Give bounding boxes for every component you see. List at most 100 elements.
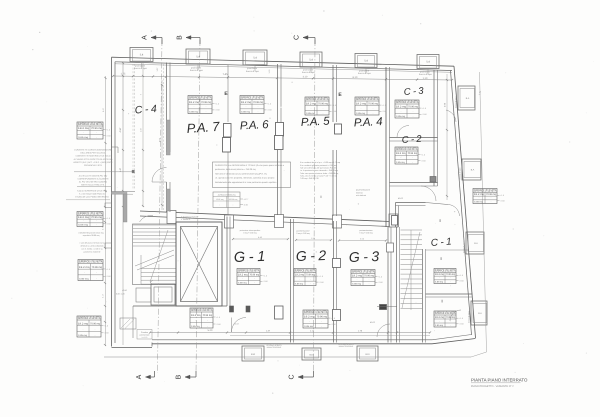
svg-text:+1.5: +1.5 <box>459 317 464 320</box>
svg-text:P.A. 6: P.A. 6 <box>240 119 270 133</box>
svg-text:70.96 mq: 70.96 mq <box>92 266 103 269</box>
svg-text:1.75: 1.75 <box>121 73 126 76</box>
svg-text:3.85 mq: 3.85 mq <box>295 282 304 285</box>
svg-text:bocca di lupo: bocca di lupo <box>419 73 433 76</box>
svg-text:-2.60: -2.60 <box>106 134 111 137</box>
svg-text:40.02: 40.02 <box>398 197 404 200</box>
svg-text:pavimento esistente: pavimento esistente <box>84 251 101 254</box>
svg-text:-2.60: -2.60 <box>319 281 324 284</box>
svg-text:bocca di lupo: bocca di lupo <box>134 67 148 70</box>
svg-text:1.10: 1.10 <box>268 69 271 74</box>
svg-text:P.A. 7: P.A. 7 <box>186 119 220 136</box>
svg-text:proiezione: proiezione <box>191 67 202 70</box>
svg-text:-: - <box>95 335 96 337</box>
svg-text:8.07: 8.07 <box>102 107 105 112</box>
svg-text:-: - <box>195 321 196 323</box>
svg-text:3.85 mq: 3.85 mq <box>435 324 444 327</box>
svg-text:con h. media = 2.40 m su: con h. media = 2.40 m su <box>81 248 102 251</box>
svg-text:-: - <box>310 283 311 285</box>
svg-text:+2.77: +2.77 <box>244 198 249 201</box>
svg-text:-: - <box>323 108 324 110</box>
svg-text:-: - <box>321 321 322 323</box>
svg-text:3.85 mq: 3.85 mq <box>78 223 89 226</box>
svg-text:70.96 mq: 70.96 mq <box>91 216 103 219</box>
svg-text:-: - <box>369 279 370 281</box>
svg-text:2.77: 2.77 <box>102 225 105 230</box>
svg-text:70.96 mq: 70.96 mq <box>364 274 375 277</box>
svg-text:-2.60: -2.60 <box>421 159 426 162</box>
svg-text:19.2 mq: 19.2 mq <box>78 216 90 219</box>
svg-text:-2.60: -2.60 <box>459 279 464 282</box>
svg-text:-: - <box>450 281 451 283</box>
svg-text:bocca di lupo: bocca di lupo <box>468 310 471 323</box>
svg-text:h=2.20: h=2.20 <box>142 336 148 339</box>
svg-text:-: - <box>400 162 401 164</box>
svg-text:70.96 mq: 70.96 mq <box>317 316 328 319</box>
svg-text:E: E <box>338 92 342 98</box>
svg-text:Giardino: Giardino <box>141 331 148 334</box>
svg-text:pertinenza, lorda mura) intern: pertinenza, lorda mura) interna = 248.38… <box>215 168 256 171</box>
svg-text:0 mq + 0.60 mq: 0 mq + 0.60 mq <box>296 232 309 235</box>
svg-text:19.2 mq: 19.2 mq <box>78 127 90 130</box>
svg-text:i.e. questa sotto l'ex proprie: i.e. questa sotto l'ex proprieta, ritene… <box>215 177 275 180</box>
svg-text:70.96 mq: 70.96 mq <box>91 127 103 130</box>
svg-text:CORRISPONDENTE A mq METRI: CORRISPONDENTE A mq METRI <box>78 178 109 181</box>
svg-text:-0.60: -0.60 <box>244 203 248 206</box>
svg-text:3.85 mq: 3.85 mq <box>306 112 316 115</box>
svg-text:-: - <box>83 329 84 331</box>
svg-text:-2.60: -2.60 <box>459 323 464 326</box>
svg-text:-: - <box>207 326 208 328</box>
svg-text:C - 3: C - 3 <box>403 86 424 98</box>
svg-text:4.57: 4.57 <box>119 127 122 132</box>
svg-text:P.A. 4: P.A. 4 <box>354 116 383 129</box>
svg-text:ALTEZZA MEDIA mq: ALTEZZA MEDIA mq <box>218 193 236 196</box>
svg-text:-: - <box>299 279 300 281</box>
svg-text:una tantum: una tantum <box>356 194 366 197</box>
svg-text:3.85 mq: 3.85 mq <box>241 110 251 113</box>
svg-text:70.96 mq: 70.96 mq <box>446 316 455 319</box>
svg-text:-: - <box>401 111 402 113</box>
svg-text:E: E <box>224 91 228 97</box>
svg-text:+ Torello D.: + Torello D. <box>181 218 191 221</box>
svg-text:-: - <box>323 113 324 115</box>
svg-text:19.2 mq: 19.2 mq <box>352 274 363 277</box>
svg-text:PIANO PROGETTO - VARIANTE N° 2: PIANO PROGETTO - VARIANTE N° 2 <box>471 385 514 388</box>
svg-text:il livello del vano PIANO INTE: il livello del vano PIANO INTERRATO <box>75 196 109 199</box>
svg-text:+1.5: +1.5 <box>216 316 221 319</box>
svg-text:-: - <box>413 111 414 113</box>
svg-text:SUPERFICIE UTILE NETTA: SUPERFICIE UTILE NETTA <box>435 311 456 315</box>
svg-text:SUPERFICIE UTILE NETTA: SUPERFICIE UTILE NETTA <box>78 212 103 216</box>
svg-text:A: A <box>142 35 149 40</box>
svg-text:-: - <box>83 224 84 226</box>
svg-text:-2.60: -2.60 <box>422 113 427 116</box>
svg-text:B10: B10 <box>251 353 256 356</box>
svg-text:bocca di lupo: bocca di lupo <box>190 69 204 72</box>
svg-text:DELL'AREA PER VALUTAZ.: DELL'AREA PER VALUTAZ. <box>80 152 106 155</box>
svg-text:3.85 mq: 3.85 mq <box>191 325 200 328</box>
svg-text:-: - <box>373 113 374 115</box>
svg-text:bocca di lupo: bocca di lupo <box>358 72 372 75</box>
svg-text:-2.60: -2.60 <box>106 275 111 278</box>
svg-text:bocca di lupo: bocca di lupo <box>463 240 466 253</box>
svg-text:3.85 mq: 3.85 mq <box>474 200 484 203</box>
svg-text:B.A: B.A <box>471 169 475 172</box>
svg-text:-2.60: -2.60 <box>331 323 336 326</box>
svg-text:METRI SOLO TRIM A P.E.: METRI SOLO TRIM A P.E. <box>81 184 105 187</box>
svg-text:+1.5: +1.5 <box>106 128 111 131</box>
svg-text:B10: B10 <box>310 354 315 357</box>
svg-text:19.2 mq: 19.2 mq <box>189 101 200 104</box>
svg-text:SUPERFICIE UTILE NETTA: SUPERFICIE UTILE NETTA <box>78 316 101 320</box>
svg-text:+1.5: +1.5 <box>104 324 109 327</box>
svg-text:bocca di lupo: bocca di lupo <box>459 167 462 180</box>
svg-text:+1.5: +1.5 <box>421 153 426 156</box>
svg-text:pavimentato: pavimentato <box>140 333 150 336</box>
svg-text:-: - <box>258 107 259 109</box>
svg-text:proiezione: proiezione <box>359 70 370 73</box>
svg-text:B: B <box>176 374 183 379</box>
svg-text:i.e. la pavimentazione ritenen: i.e. la pavimentazione ritenendo = 248.2… <box>300 169 338 172</box>
svg-text:-: - <box>83 335 84 337</box>
svg-text:3.17: 3.17 <box>102 293 105 298</box>
svg-text:Tutta la SUPERFICIE UTILE TRA: Tutta la SUPERFICIE UTILE TRA <box>77 190 108 193</box>
svg-text:70.96 mq: 70.96 mq <box>203 314 213 317</box>
svg-text:-: - <box>194 111 195 113</box>
